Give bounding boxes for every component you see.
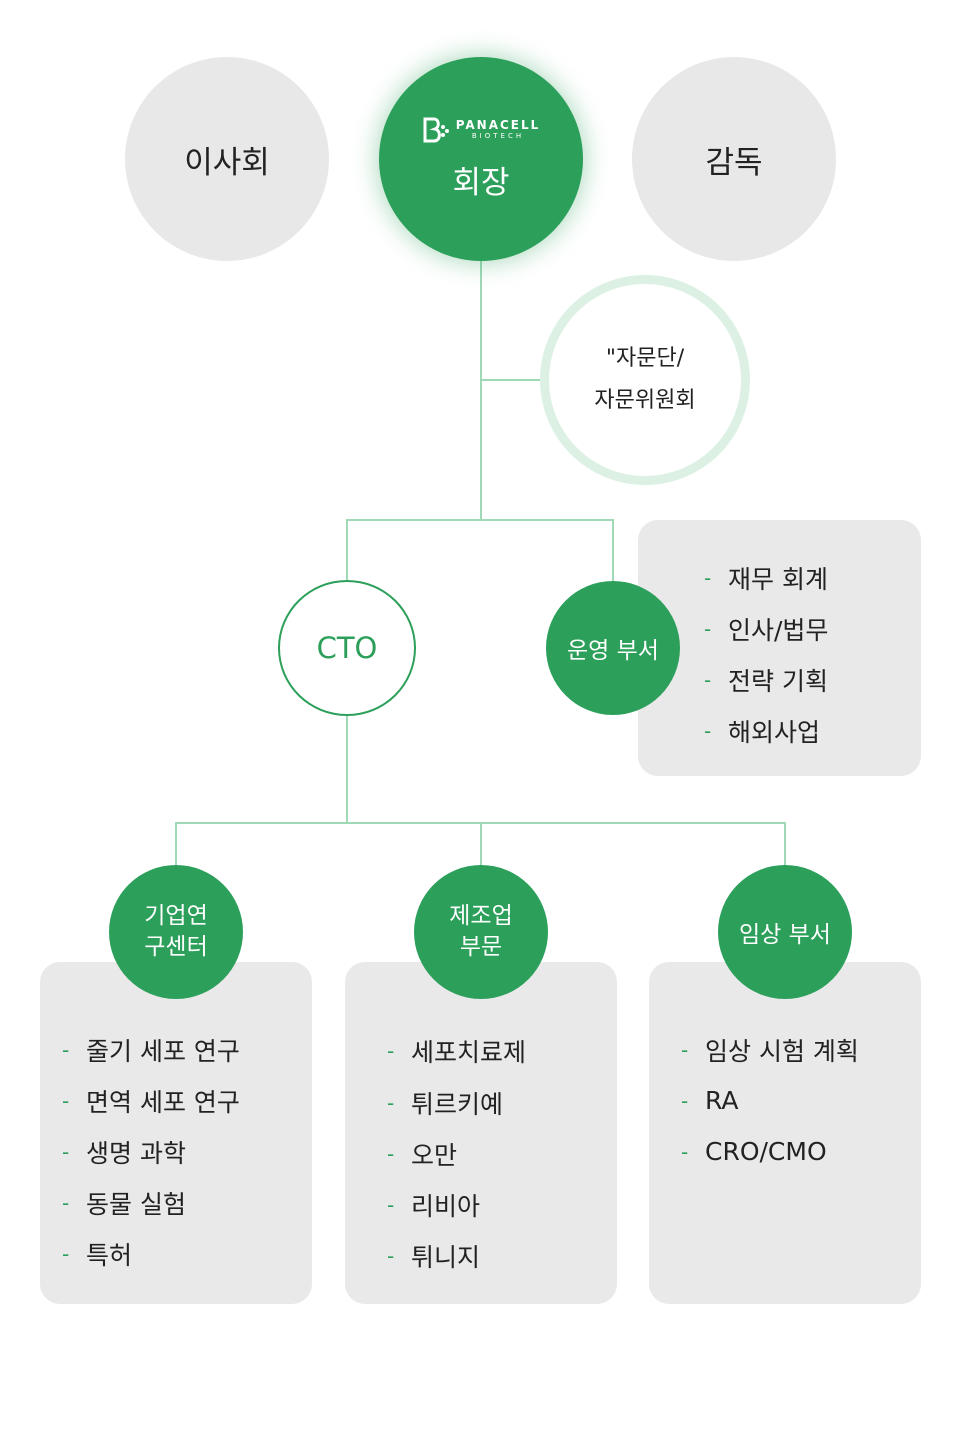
chairman-label: 회장: [452, 164, 510, 201]
bullet-dash: -: [704, 718, 712, 743]
connector-dept1-up: [175, 822, 177, 867]
list-item: -CRO/CMO: [681, 1126, 921, 1177]
bullet-dash: -: [62, 1139, 70, 1164]
list-item: -면역 세포 연구: [62, 1075, 312, 1126]
logo-main-text: PANACELL: [455, 118, 541, 132]
dept-manufacturing-label-line1: 제조업: [449, 902, 513, 929]
list-item-label: 면역 세포 연구: [86, 1087, 240, 1117]
connector-cto-up: [346, 519, 348, 581]
list-item: -줄기 세포 연구: [62, 1024, 312, 1075]
dept-clinical-box: -임상 시험 계획 -RA -CRO/CMO: [649, 962, 921, 1304]
board-node: 이사회: [125, 57, 329, 261]
list-item: -전략 기획: [704, 654, 921, 705]
list-item: -동물 실험: [62, 1177, 312, 1228]
company-logo: PANACELL BIOTECH: [422, 117, 541, 143]
advisory-node: "자문단/ 자문위원회: [540, 275, 750, 485]
operations-list-box: -재무 회계 -인사/법무 -전략 기획 -해외사업: [638, 520, 921, 776]
list-item: -오만: [387, 1128, 617, 1179]
list-item-label: 특허: [86, 1240, 133, 1270]
advisory-label-line1: "자문단/: [605, 346, 685, 372]
dept-research-box: -줄기 세포 연구 -면역 세포 연구 -생명 과학 -동물 실험 -특허: [40, 962, 312, 1304]
dept-research-list: -줄기 세포 연구 -면역 세포 연구 -생명 과학 -동물 실험 -특허: [62, 1024, 312, 1279]
bullet-dash: -: [387, 1192, 395, 1217]
list-item-label: 재무 회계: [728, 564, 828, 594]
list-item: -튀르키예: [387, 1077, 617, 1128]
bullet-dash: -: [387, 1141, 395, 1166]
list-item-label: 해외사업: [728, 717, 821, 747]
cto-node: CTO: [278, 580, 416, 716]
list-item: -임상 시험 계획: [681, 1024, 921, 1075]
operations-list: -재무 회계 -인사/법무 -전략 기획 -해외사업: [704, 552, 921, 756]
bullet-dash: -: [681, 1037, 689, 1062]
audit-node: 감독: [632, 57, 836, 261]
connector-dept2-up: [480, 822, 482, 867]
list-item-label: 인사/법무: [728, 615, 829, 645]
connector-cto-down: [346, 714, 348, 824]
dept-clinical-list: -임상 시험 계획 -RA -CRO/CMO: [681, 1024, 921, 1177]
dept-manufacturing-box: -세포치료제 -튀르키예 -오만 -리비아 -튀니지: [345, 962, 617, 1304]
list-item: -튀니지: [387, 1230, 617, 1281]
list-item-label: CRO/CMO: [705, 1137, 827, 1166]
list-item-label: 임상 시험 계획: [705, 1036, 859, 1066]
bullet-dash: -: [387, 1243, 395, 1268]
list-item: -생명 과학: [62, 1126, 312, 1177]
list-item: -RA: [681, 1075, 921, 1126]
list-item-label: 튀니지: [411, 1242, 481, 1272]
list-item: -재무 회계: [704, 552, 921, 603]
bullet-dash: -: [387, 1038, 395, 1063]
cto-label: CTO: [316, 631, 378, 665]
logo-sub-text: BIOTECH: [471, 132, 525, 140]
chairman-node: PANACELL BIOTECH 회장: [379, 57, 583, 261]
connector-branch-top: [346, 519, 614, 521]
bullet-dash: -: [387, 1090, 395, 1115]
bullet-dash: -: [62, 1037, 70, 1062]
dept-manufacturing-node: 제조업 부문: [414, 865, 548, 999]
bullet-dash: -: [62, 1241, 70, 1266]
list-item: -세포치료제: [387, 1024, 617, 1077]
advisory-label-line2: 자문위원회: [594, 388, 696, 413]
dept-research-label-line1: 기업연: [144, 902, 208, 929]
connector-ops-up: [612, 519, 614, 583]
list-item-label: RA: [705, 1086, 739, 1115]
board-label: 이사회: [184, 144, 270, 181]
panacell-logo-icon: [423, 117, 449, 142]
list-item: -리비아: [387, 1179, 617, 1230]
list-item-label: 줄기 세포 연구: [86, 1036, 240, 1066]
dept-manufacturing-label-line2: 부문: [459, 934, 503, 960]
list-item: -특허: [62, 1228, 312, 1279]
bullet-dash: -: [704, 667, 712, 692]
connector-chairman-down: [480, 260, 482, 520]
dept-manufacturing-list: -세포치료제 -튀르키예 -오만 -리비아 -튀니지: [387, 1024, 617, 1281]
connector-dept3-up: [784, 822, 786, 867]
bullet-dash: -: [62, 1088, 70, 1113]
bullet-dash: -: [681, 1139, 689, 1164]
list-item-label: 생명 과학: [86, 1138, 186, 1168]
bullet-dash: -: [704, 565, 712, 590]
bullet-dash: -: [681, 1088, 689, 1113]
bullet-dash: -: [62, 1190, 70, 1215]
dept-research-label-line2: 구센터: [144, 934, 208, 960]
list-item-label: 동물 실험: [86, 1189, 186, 1219]
list-item-label: 전략 기획: [728, 666, 828, 696]
dept-research-node: 기업연 구센터: [109, 865, 243, 999]
list-item-label: 튀르키예: [411, 1089, 504, 1119]
audit-label: 감독: [705, 144, 763, 181]
list-item-label: 오만: [411, 1140, 458, 1170]
operations-node: 운영 부서: [546, 581, 680, 715]
list-item: -인사/법무: [704, 603, 921, 654]
list-item-label: 세포치료제: [411, 1037, 527, 1067]
dept-clinical-node: 임상 부서: [718, 865, 852, 999]
bullet-dash: -: [704, 616, 712, 641]
list-item-label: 리비아: [411, 1191, 481, 1221]
dept-clinical-label: 임상 부서: [739, 922, 831, 948]
list-item: -해외사업: [704, 705, 921, 756]
operations-label: 운영 부서: [567, 638, 659, 664]
connector-advisory: [480, 379, 542, 381]
